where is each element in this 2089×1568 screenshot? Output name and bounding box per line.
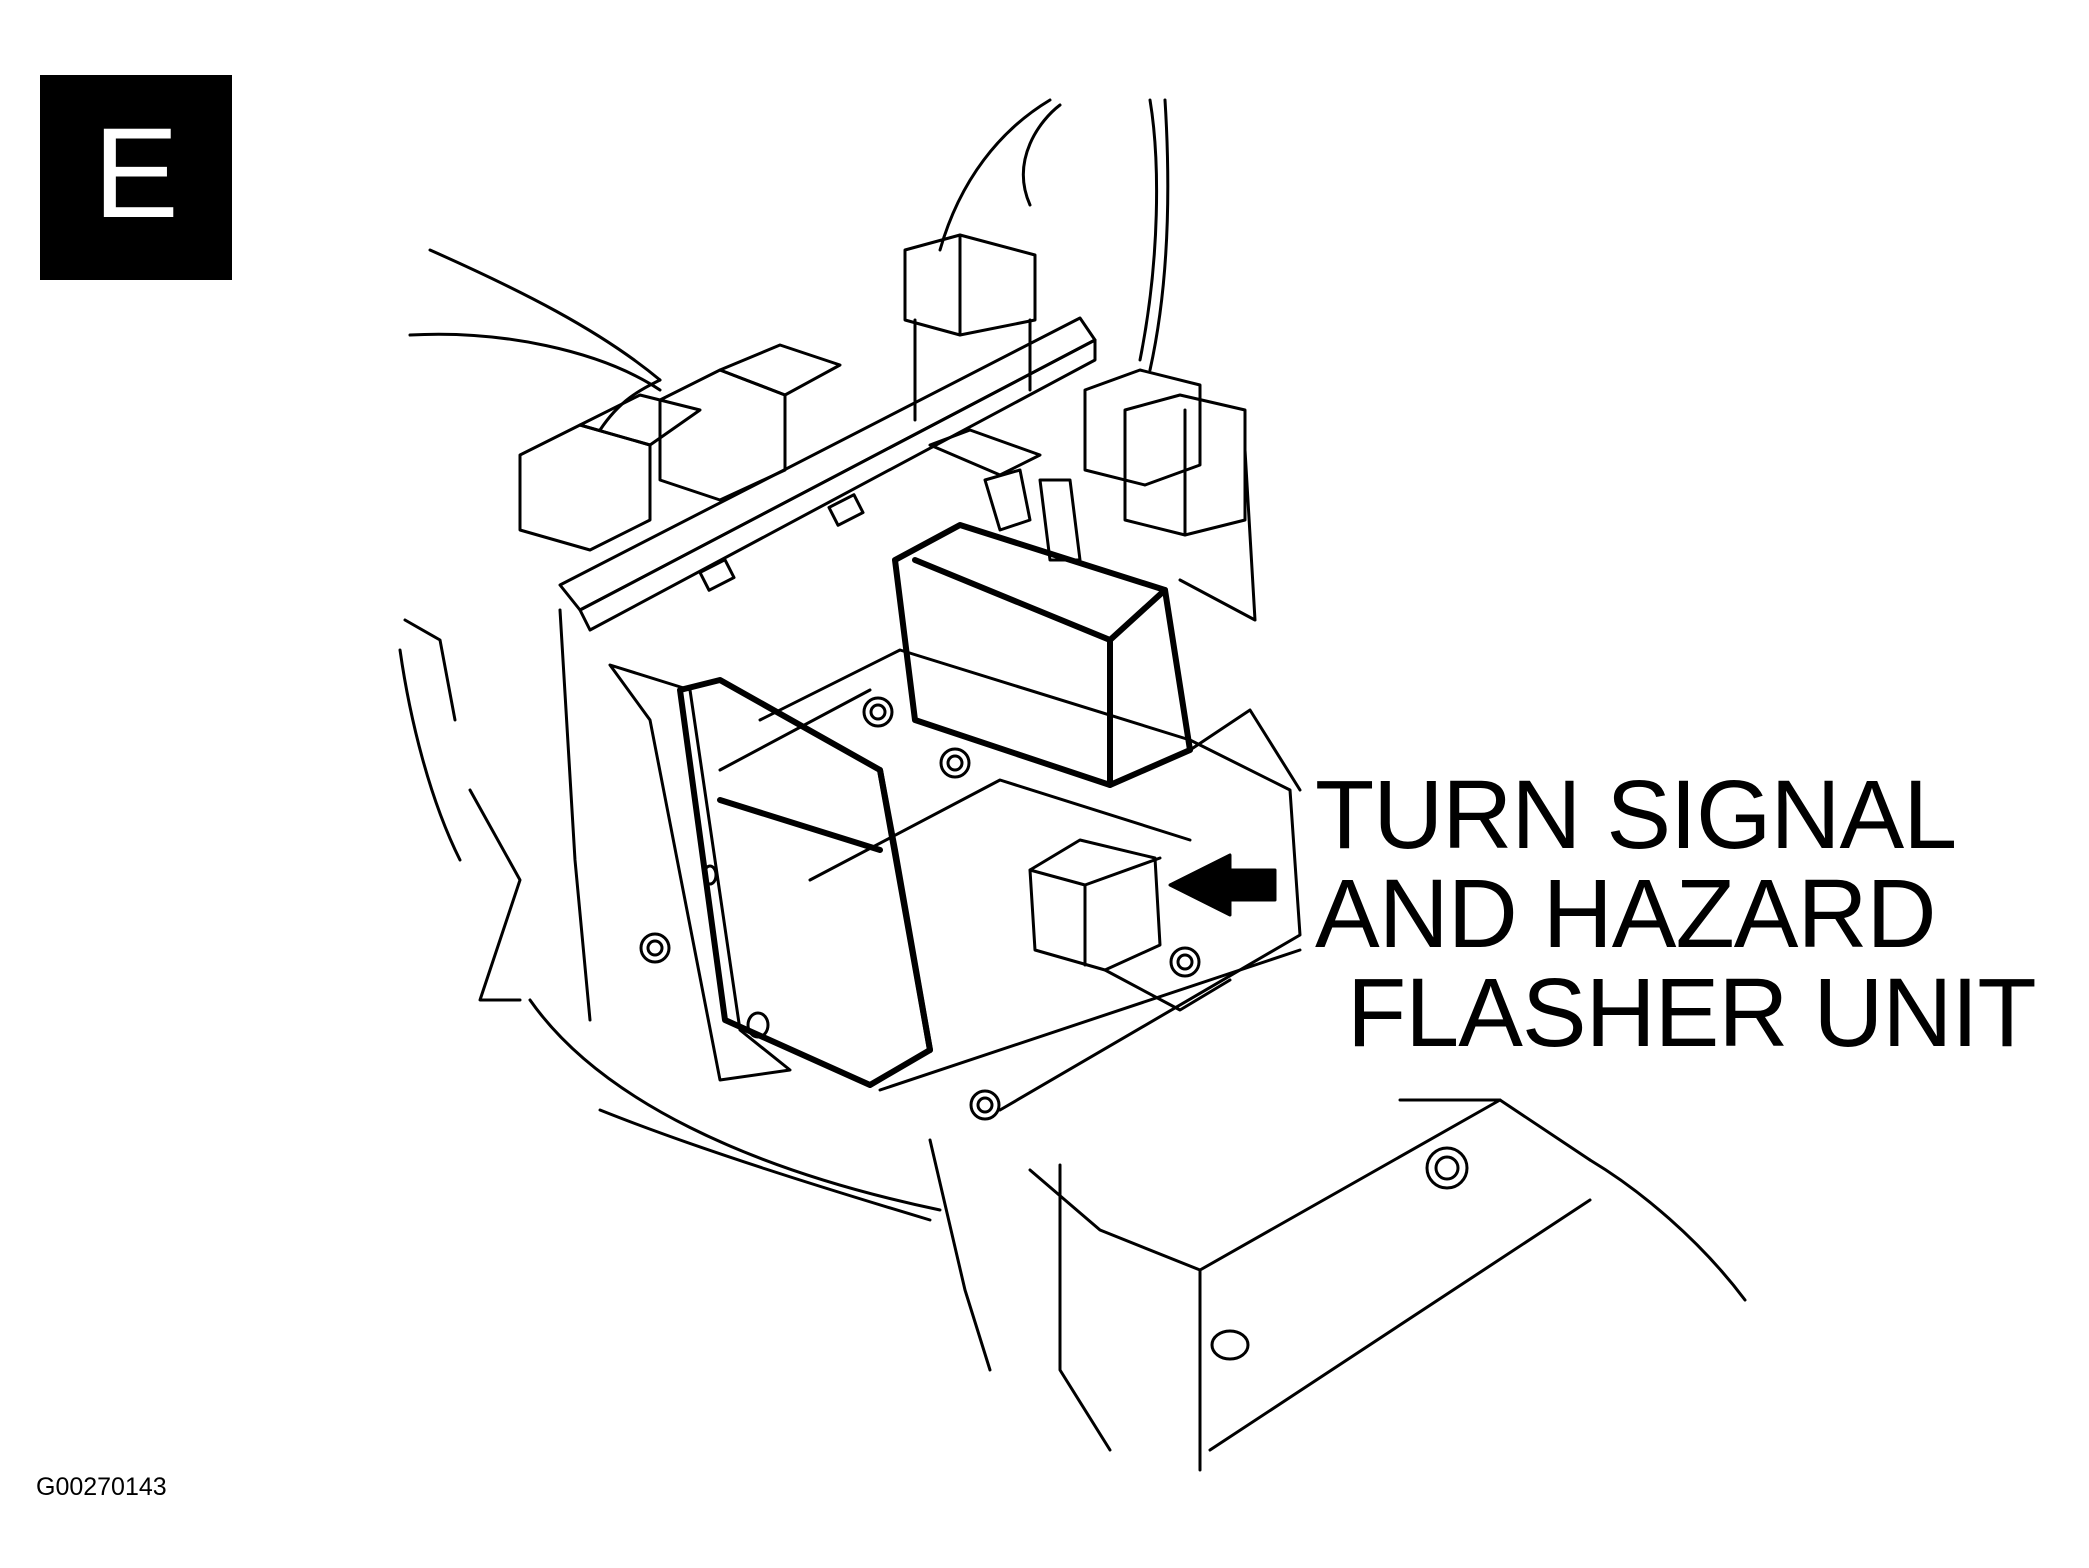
flasher-unit-callout: TURN SIGNAL AND HAZARD FLASHER UNIT bbox=[1315, 760, 2037, 1067]
callout-line-3: FLASHER UNIT bbox=[1347, 958, 2037, 1067]
left-connectors bbox=[518, 343, 842, 552]
top-duct-connector bbox=[903, 233, 1037, 422]
panel-letter: E bbox=[93, 101, 179, 245]
large-module bbox=[608, 663, 933, 1088]
panel-label-badge: E bbox=[40, 75, 232, 280]
callout-line-2: AND HAZARD bbox=[1315, 859, 1937, 968]
callout-line-1: TURN SIGNAL bbox=[1315, 760, 1957, 869]
right-relay-stack bbox=[1083, 368, 1257, 622]
pointer-arrow bbox=[1168, 853, 1277, 917]
upper-duct-lines bbox=[408, 98, 1170, 392]
left-frame bbox=[398, 608, 592, 1022]
flasher-unit bbox=[1028, 838, 1232, 1012]
figure-id: G00270143 bbox=[36, 1473, 167, 1501]
lower-sweep-lines bbox=[528, 998, 942, 1222]
mounting-bracket-rail bbox=[558, 316, 1097, 632]
bolt-heads bbox=[639, 696, 1469, 1361]
base-plate bbox=[878, 948, 1747, 1472]
upper-relay bbox=[892, 468, 1193, 788]
